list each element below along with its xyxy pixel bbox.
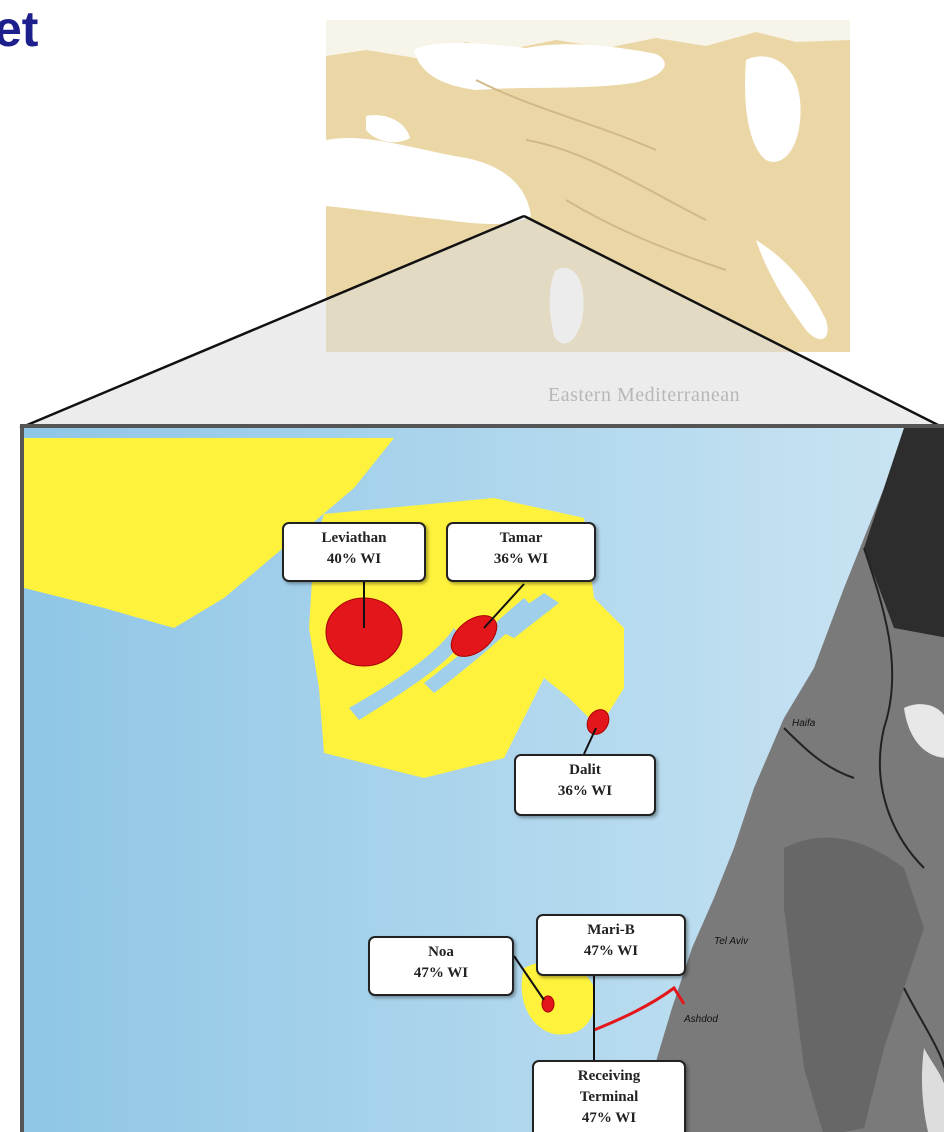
- license-block-northwest: [24, 438, 394, 628]
- field-name: Dalit: [569, 762, 601, 778]
- field-name: Mari-B: [587, 922, 635, 938]
- town-label-ashdod: Ashdod: [684, 1014, 718, 1025]
- field-interest: 40% WI: [326, 551, 382, 567]
- offshore-license-map: Haifa Tel Aviv Ashdod Leviathan 40% WI T…: [20, 424, 944, 1132]
- field-name: Leviathan: [321, 530, 387, 546]
- gas-field-noa: [541, 995, 555, 1013]
- town-label-haifa: Haifa: [792, 718, 816, 729]
- inset-caption: Eastern Mediterranean: [548, 384, 741, 406]
- field-name: Tamar: [499, 530, 543, 546]
- license-block-south: [521, 960, 595, 1035]
- terminal-name-line1: Receiving: [577, 1068, 641, 1084]
- land-region: [784, 837, 924, 1132]
- field-label-leviathan[interactable]: Leviathan 40% WI: [282, 522, 426, 582]
- gas-field-dalit: [586, 709, 610, 735]
- field-interest: 47% WI: [581, 1110, 637, 1126]
- land-north: [864, 428, 944, 638]
- field-label-receiving-terminal[interactable]: Receiving Terminal 47% WI: [532, 1060, 686, 1132]
- field-label-dalit[interactable]: Dalit 36% WI: [514, 754, 656, 816]
- field-label-mari-b[interactable]: Mari-B 47% WI: [536, 914, 686, 976]
- field-interest: 47% WI: [583, 943, 639, 959]
- field-interest: 36% WI: [557, 783, 613, 799]
- town-label-tel-aviv: Tel Aviv: [714, 936, 749, 947]
- terminal-name-line2: Terminal: [579, 1089, 639, 1105]
- inset-regional-map: [326, 20, 850, 352]
- field-name: Noa: [428, 944, 454, 960]
- slide-title-fragment: et: [0, 1, 39, 57]
- field-label-noa[interactable]: Noa 47% WI: [368, 936, 514, 996]
- field-interest: 47% WI: [413, 965, 469, 981]
- field-label-tamar[interactable]: Tamar 36% WI: [446, 522, 596, 582]
- pipeline: [593, 985, 686, 1032]
- field-interest: 36% WI: [493, 551, 549, 567]
